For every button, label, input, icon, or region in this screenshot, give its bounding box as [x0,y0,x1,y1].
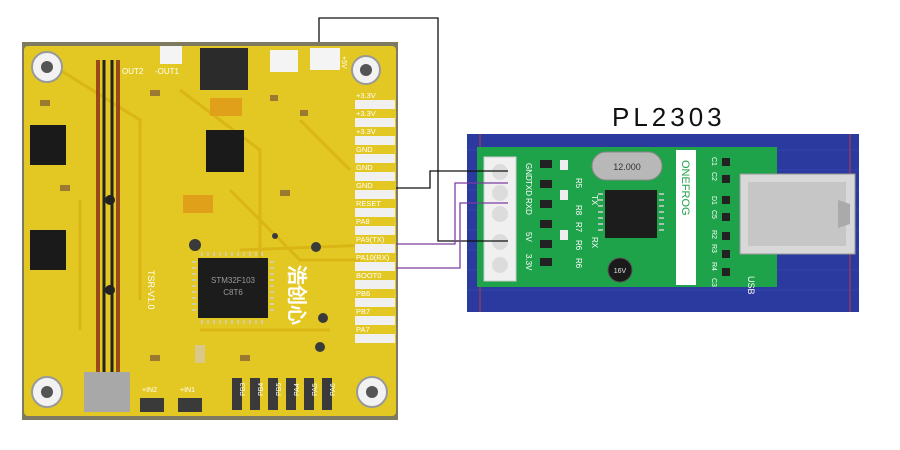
cap-label: 16V [614,268,627,275]
usb-pin-5v: 5V [524,232,533,242]
usb-pin-rxd: RXD [524,198,533,215]
usb-pin-3v3: 3.3V [524,254,533,271]
label-5v: +5V [340,56,347,69]
bottom-pin-header: PB3 PB4 PB5 PA4 PA5 PA6 +IN2 +IN1 [140,378,337,412]
wire-purple-tx [396,182,508,245]
label-r8: R8 [574,205,583,216]
pin-label-9: PA9(TX) [356,235,385,244]
usb-pin-txd: TXD [524,180,533,196]
wire-black-gnd [396,170,508,189]
pin-label-1: +3.3V [356,91,376,100]
label-out1: -OUT1 [155,67,180,76]
label-c1: C1 [710,157,717,166]
label-c5: C5 [710,210,717,219]
bottom-pin-1: PB3 [240,383,247,396]
wire-black-5v [318,17,508,242]
usb-pin-gnd: GND [524,163,533,181]
pin-label-11: BOOT0 [356,271,381,280]
usb-label: USB [746,276,756,295]
label-r3: R3 [710,244,717,253]
led-rx: RX [590,237,599,249]
usb-module: GND TXD RXD 5V 3.3V R5 R8 R7 R6 R6 TX RX… [467,134,859,312]
pin-label-8: PA8 [356,217,370,226]
bottom-pin-6: PA6 [330,383,337,396]
label-in2: +IN2 [142,387,157,394]
model-text: TSR-V1.0 [146,270,156,310]
chinese-brand: 浩创心 [285,265,309,325]
wire-purple-rx [396,202,508,269]
connection-wires [318,17,508,269]
crystal-label: 12.000 [613,162,641,172]
bottom-pin-4: PA4 [294,383,301,396]
pl2303-title: PL2303 [612,102,726,132]
label-r7: R7 [574,222,583,233]
pin-label-12: PB6 [356,289,370,298]
pin-label-10: PA10(RX) [356,253,390,262]
label-c2: C2 [710,172,717,181]
pin-label-13: PB7 [356,307,370,316]
mcu-chip: STM32F103 C8T6 [192,252,274,324]
pin-label-4: GND [356,145,373,154]
bottom-pin-3: PB5 [276,383,283,396]
label-c3: C3 [710,278,717,287]
mcu-board: STM32F103 C8T6 浩创心 TSR-V1.0 OUT2 -OUT1 +… [22,42,398,420]
right-pin-header: +3.3V +3.3V +3.3V GND GND GND RESET PA8 … [355,91,395,343]
label-r5: R5 [574,178,583,189]
bottom-pin-5: PA5 [312,383,319,396]
pin-label-14: PA7 [356,325,370,334]
label-out2: OUT2 [122,67,144,76]
bottom-pin-2: PB4 [258,383,265,396]
label-r2: R2 [710,230,717,239]
label-r4: R4 [710,262,717,271]
pin-label-7: RESET [356,199,381,208]
brand-onefrog: ONEFROG [679,160,691,216]
label-r6-b: R6 [574,258,583,269]
pin-label-5: GND [356,163,373,172]
mcu-marking-line2: C8T6 [223,288,243,297]
label-in1: +IN1 [180,387,195,394]
label-r6: R6 [574,240,583,251]
pin-label-2: +3.3V [356,109,376,118]
label-d1: D1 [710,196,717,205]
mcu-marking-line1: STM32F103 [211,276,256,285]
pin-label-6: GND [356,181,373,190]
led-tx: TX [590,195,599,206]
pin-label-3: +3.3V [356,127,376,136]
